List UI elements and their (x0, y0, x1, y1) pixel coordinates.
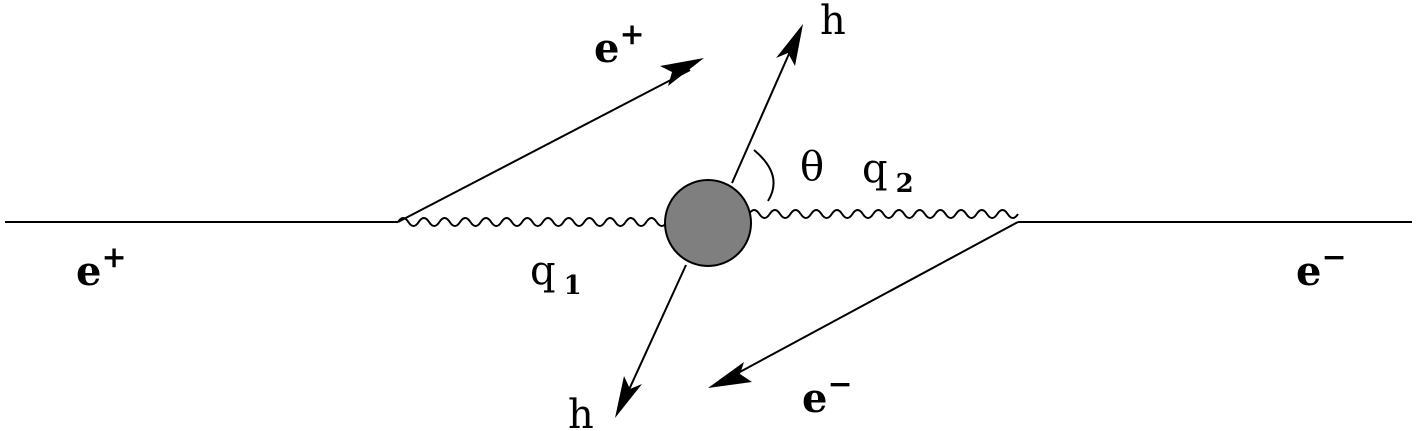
hadron-bottom-arrowhead (615, 376, 642, 418)
label-hadron-top: h (820, 0, 846, 44)
label-e-plus-outgoing: e+ (594, 17, 645, 72)
hadronic-blob (664, 179, 752, 267)
theta-angle-arc (753, 149, 775, 202)
outgoing-electron-line (724, 221, 1019, 381)
hadron-bottom-line (621, 264, 687, 406)
hadron-top-arrowhead (776, 24, 803, 66)
label-theta: θ (800, 144, 824, 190)
photon-q1-wavy-line (397, 217, 668, 227)
outgoing-positron-line (397, 69, 691, 223)
label-e-minus-outgoing: e− (802, 367, 853, 422)
hadron-top-line (731, 37, 797, 184)
outgoing-electron-arrowhead (708, 362, 752, 388)
photon-q2-wavy-line (748, 209, 1019, 219)
label-hadron-bottom: h (568, 392, 594, 431)
outgoing-positron-arrowhead (660, 58, 704, 86)
label-e-minus-incoming: e− (1296, 240, 1347, 295)
label-e-plus-incoming: e+ (76, 240, 127, 295)
